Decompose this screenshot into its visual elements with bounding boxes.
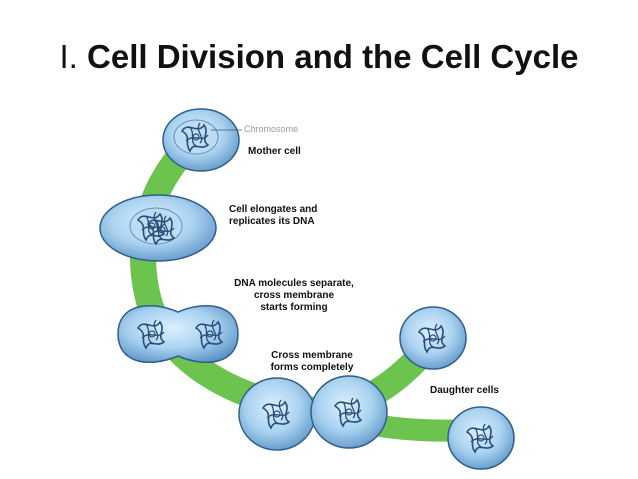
title-text: Cell Division and the Cell Cycle: [87, 38, 579, 75]
elongating-cell: [99, 194, 217, 262]
daughter-cell-bottom: [447, 406, 515, 470]
chromosome-label: Chromosome: [244, 124, 299, 134]
label-daughter-cells: Daughter cells: [430, 385, 499, 396]
label-mother-cell: Mother cell: [248, 146, 301, 157]
daughter-cell-top: [399, 306, 467, 370]
slide-title: I. Cell Division and the Cell Cycle: [0, 38, 638, 76]
title-numeral: I.: [59, 38, 78, 75]
cross-membrane-cells: [238, 375, 388, 451]
label-cross-membrane: Cross membrane forms completely: [270, 350, 354, 373]
label-separate: DNA molecules separate, cross membrane s…: [234, 278, 354, 313]
mother-cell: [162, 108, 242, 172]
dividing-cell: [117, 305, 239, 363]
label-elongate: Cell elongates and replicates its DNA: [229, 204, 318, 227]
